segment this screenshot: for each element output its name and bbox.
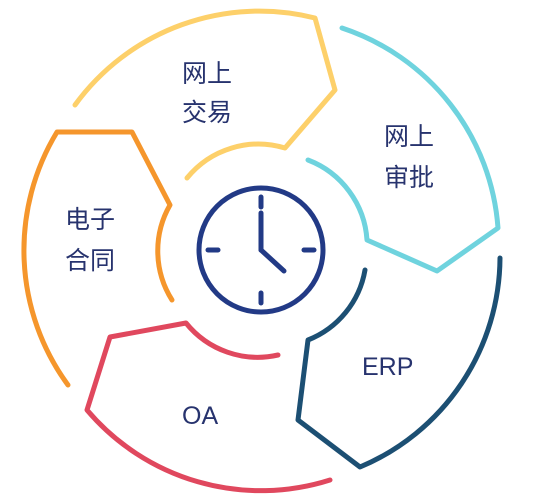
clock-minute-hand bbox=[258, 247, 287, 274]
segment-online-trading-label-line2: 交易 bbox=[182, 98, 232, 127]
segment-online-approval-label-line2: 审批 bbox=[384, 163, 434, 192]
segment-online-approval-label-line1: 网上 bbox=[384, 122, 434, 151]
segment-online-trading: 网上 交易 bbox=[72, 8, 338, 181]
segment-oa: OA bbox=[84, 320, 333, 494]
segment-erp-label: ERP bbox=[362, 353, 413, 381]
segment-online-approval-outline bbox=[305, 25, 501, 274]
segment-e-contract: 电子 合同 bbox=[21, 129, 175, 388]
segment-e-contract-outline bbox=[21, 129, 175, 388]
segment-erp-outline bbox=[295, 255, 503, 470]
segment-oa-outline bbox=[84, 320, 333, 494]
segment-e-contract-label-line1: 电子 bbox=[65, 205, 115, 234]
clock-face bbox=[196, 185, 326, 315]
clock-icon bbox=[196, 185, 326, 315]
segment-e-contract-label-line2: 合同 bbox=[65, 246, 115, 275]
segment-online-trading-outline bbox=[72, 8, 338, 181]
segment-online-trading-label-line1: 网上 bbox=[182, 59, 232, 88]
segment-online-approval: 网上 审批 bbox=[305, 25, 501, 274]
segment-erp: ERP bbox=[295, 255, 503, 470]
segment-oa-label: OA bbox=[182, 402, 218, 430]
